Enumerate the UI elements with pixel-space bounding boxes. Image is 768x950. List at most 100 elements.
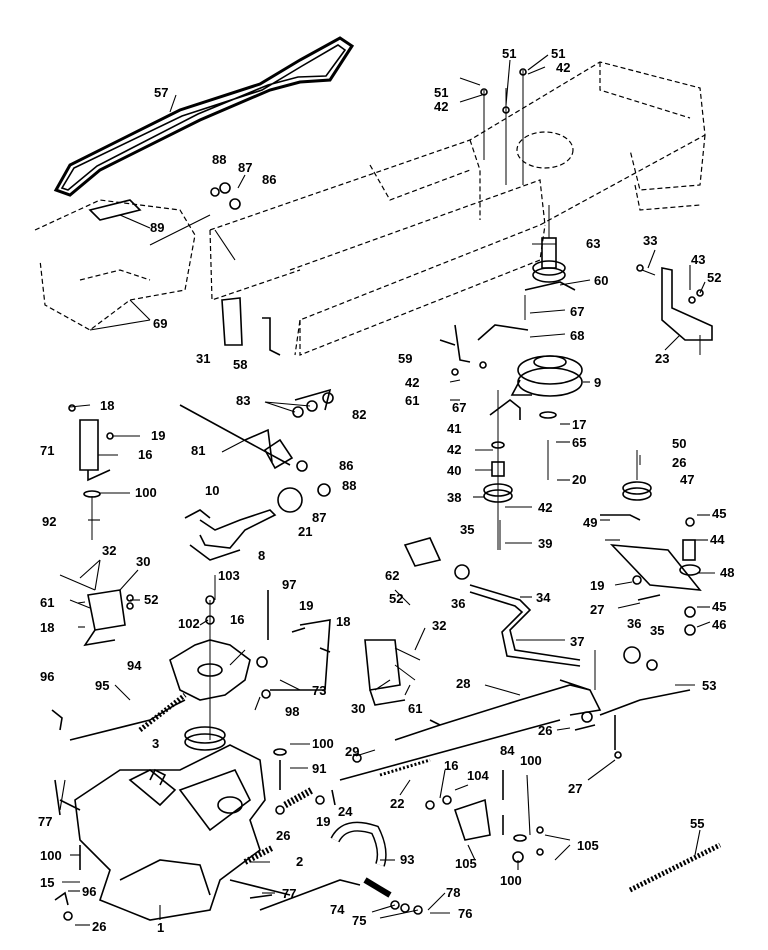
front-panel [34, 199, 196, 331]
callout-82: 82 [352, 407, 366, 422]
callout-26d: 26 [92, 919, 106, 934]
callout-18b: 18 [40, 620, 54, 635]
callout-37: 37 [570, 634, 584, 649]
callout-61c: 61 [408, 701, 422, 716]
callout-17: 17 [572, 417, 586, 432]
leader-lines [59, 54, 715, 926]
callout-98: 98 [285, 704, 299, 719]
callout-97: 97 [282, 577, 296, 592]
callout-48: 48 [720, 565, 734, 580]
bracket-30-left [59, 574, 126, 647]
callout-52b: 52 [144, 592, 158, 607]
callout-100c: 100 [520, 753, 542, 768]
callout-76: 76 [458, 906, 472, 921]
callout-39: 39 [538, 536, 552, 551]
callout-60: 60 [594, 273, 608, 288]
callout-81: 81 [191, 443, 205, 458]
electric-clutch [510, 355, 583, 397]
callout-86: 86 [262, 172, 276, 187]
callout-89: 89 [150, 220, 164, 235]
callout-100b: 100 [312, 736, 334, 751]
callout-71: 71 [40, 443, 54, 458]
tractor-frame [209, 61, 706, 356]
callout-19c: 19 [299, 598, 313, 613]
callout-62: 62 [385, 568, 399, 583]
callout-27a: 27 [590, 602, 604, 617]
callout-22: 22 [390, 796, 404, 811]
callout-105a: 105 [577, 838, 599, 853]
callout-75: 75 [352, 913, 366, 928]
callout-67a: 67 [570, 304, 584, 319]
callout-68: 68 [570, 328, 584, 343]
bracket-23 [661, 267, 713, 355]
callout-67b: 67 [452, 400, 466, 415]
callout-33: 33 [643, 233, 657, 248]
callout-26a: 26 [672, 455, 686, 470]
callout-43: 43 [691, 252, 705, 267]
callout-59: 59 [398, 351, 412, 366]
callout-45a: 45 [712, 506, 726, 521]
drive-belt [53, 36, 355, 197]
callout-2: 2 [296, 854, 303, 869]
callout-32a: 32 [102, 543, 116, 558]
callout-42c: 42 [405, 375, 419, 390]
callout-87: 87 [238, 160, 252, 175]
brake-rods [339, 650, 691, 781]
callout-42a: 42 [434, 99, 448, 114]
callout-26c: 26 [276, 828, 290, 843]
callout-84: 84 [500, 743, 515, 758]
callout-21: 21 [298, 524, 312, 539]
callout-26b: 26 [538, 723, 552, 738]
callout-49: 49 [583, 515, 597, 530]
callout-16a: 16 [138, 447, 152, 462]
callout-93: 93 [400, 852, 414, 867]
callout-74: 74 [330, 902, 345, 917]
callout-35a: 35 [460, 522, 474, 537]
callout-30b: 30 [351, 701, 365, 716]
callout-42b: 42 [556, 60, 570, 75]
callout-55: 55 [690, 816, 704, 831]
callout-19a: 19 [151, 428, 165, 443]
callout-51c: 51 [551, 46, 565, 61]
callout-100a: 100 [135, 485, 157, 500]
callout-87b: 87 [312, 510, 326, 525]
callout-45b: 45 [712, 599, 726, 614]
callout-18c: 18 [336, 614, 350, 629]
hose [330, 821, 387, 867]
callout-52c: 52 [389, 591, 403, 606]
idler-pulley [483, 390, 521, 550]
callout-102: 102 [178, 616, 200, 631]
callout-1: 1 [157, 920, 164, 935]
frame-studs [480, 68, 527, 185]
callout-19d: 19 [316, 814, 330, 829]
lift-lever [184, 509, 277, 561]
callout-18a: 18 [100, 398, 114, 413]
springs [243, 786, 722, 893]
callout-8: 8 [258, 548, 265, 563]
callout-77b: 77 [282, 886, 296, 901]
callout-36a: 36 [451, 596, 465, 611]
callout-44: 44 [710, 532, 725, 547]
callout-57: 57 [154, 85, 168, 100]
callout-69: 69 [153, 316, 167, 331]
callout-41: 41 [447, 421, 461, 436]
callout-104: 104 [467, 768, 489, 783]
callout-96a: 96 [40, 669, 54, 684]
callout-103: 103 [218, 568, 240, 583]
callout-31: 31 [196, 351, 210, 366]
callout-40: 40 [447, 463, 461, 478]
callout-88b: 88 [342, 478, 356, 493]
callout-16c: 16 [444, 758, 458, 773]
callout-32b: 32 [432, 618, 446, 633]
shift-lever [51, 693, 187, 741]
callout-96b: 96 [82, 884, 96, 899]
callout-23: 23 [655, 351, 669, 366]
callout-3: 3 [152, 736, 159, 751]
callout-46: 46 [712, 617, 726, 632]
callout-labels: 57 89 88 87 86 69 31 58 51 42 51 51 42 6… [38, 46, 734, 935]
callout-86b: 86 [339, 458, 353, 473]
callout-38: 38 [447, 490, 461, 505]
callout-36b: 36 [627, 616, 641, 631]
callout-73: 73 [312, 683, 326, 698]
